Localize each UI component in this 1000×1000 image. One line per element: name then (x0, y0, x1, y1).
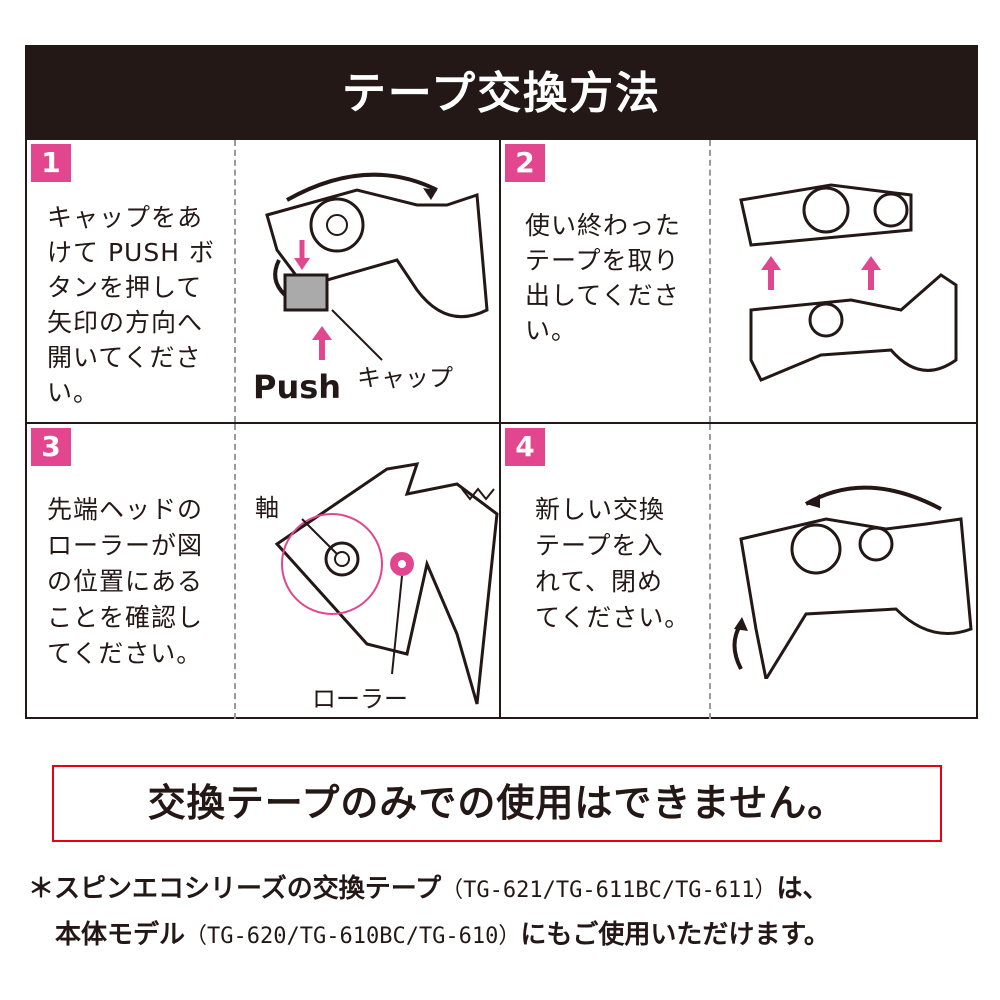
compatibility-note-line-1: ＊スピンエコシリーズの交換テープ（TG-621/TG-611BC/TG-611）… (28, 868, 829, 905)
step-number: 2 (505, 144, 545, 182)
divider (709, 424, 711, 719)
step-1-panel: 1 キャップをあ けて PUSH ボ タンを押して 矢印の方向へ 開いてくださ … (27, 140, 501, 424)
dispenser-close-illustration (732, 485, 973, 679)
roller-position-illustration (274, 462, 499, 705)
step-4-panel: 4 新しい交換 テープを入 れて、閉め てください。 (501, 424, 978, 719)
roller-label: ローラー (312, 685, 408, 713)
step-text: 先端ヘッドの ローラーが図 の位置にある ことを確認し てください。 (47, 495, 204, 668)
note-text: ＊スピンエコシリーズの交換テープ (28, 874, 442, 904)
compatibility-note-line-2: 本体モデル（TG-620/TG-610BC/TG-610）にもご使用いただけます… (55, 914, 830, 951)
step-number: 1 (31, 144, 71, 182)
tape-removal-illustration (739, 183, 958, 382)
divider (709, 140, 711, 422)
divider (234, 424, 236, 719)
note-text: 本体モデル (55, 920, 186, 950)
divider (234, 140, 236, 422)
step-text: 使い終わった テープを取り 出してくださ い。 (525, 211, 682, 345)
instruction-frame: テープ交換方法 1 キャップをあ けて PUSH ボ タンを押して 矢印の方向へ… (25, 45, 978, 719)
note-text: は、 (776, 874, 829, 904)
note-models: （TG-621/TG-611BC/TG-611） (441, 878, 777, 903)
step-number: 4 (505, 428, 545, 466)
dispenser-open-illustration (265, 172, 489, 361)
step-3-panel: 3 先端ヘッドの ローラーが図 の位置にある ことを確認し てください。 軸 ロ… (27, 424, 501, 719)
step-text: キャップをあ けて PUSH ボ タンを押して 矢印の方向へ 開いてくださ い。 (47, 203, 215, 407)
warning-box: 交換テープのみでの使用はできません。 (52, 765, 942, 842)
push-label: Push (253, 368, 342, 406)
cap-label: キャップ (357, 364, 453, 392)
page-title: テープ交換方法 (27, 47, 976, 140)
step-number: 3 (31, 428, 71, 466)
note-text: にもご使用いただけます。 (520, 920, 830, 950)
step-text: 新しい交換 テープを入 れて、閉め てください。 (535, 495, 691, 632)
note-models: （TG-620/TG-610BC/TG-610） (185, 924, 521, 949)
axis-label: 軸 (255, 494, 279, 522)
step-2-panel: 2 使い終わった テープを取り 出してくださ い。 (501, 140, 978, 424)
